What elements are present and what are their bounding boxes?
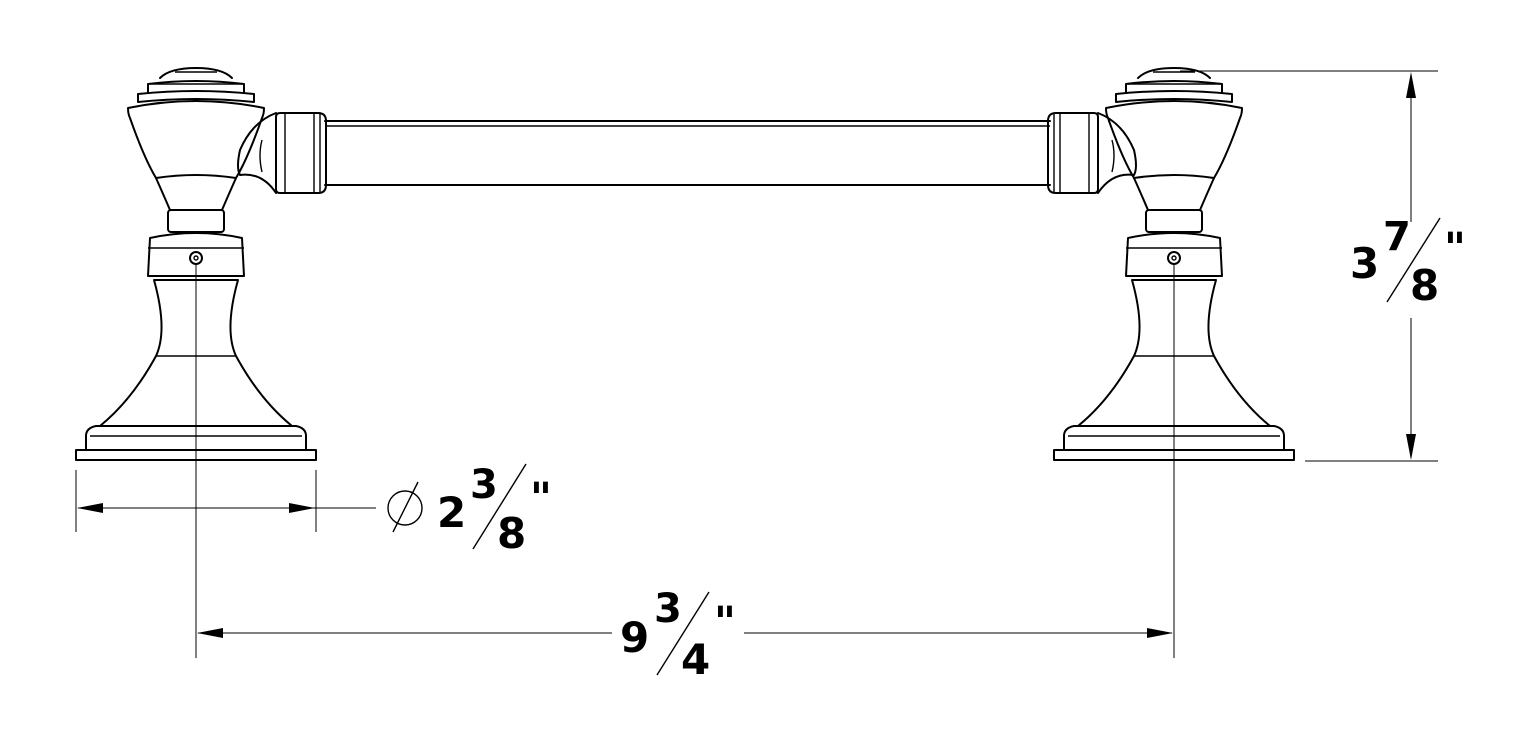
height-denominator: 8 — [1410, 261, 1439, 310]
height-fraction-slash — [1386, 217, 1441, 303]
diameter-denominator: 8 — [497, 509, 526, 558]
diameter-arrow-right — [289, 503, 315, 513]
diameter-symbol-icon — [387, 490, 423, 526]
center-denominator: 4 — [681, 635, 710, 684]
height-whole: 3 — [1350, 239, 1379, 288]
center-numerator: 3 — [654, 586, 682, 632]
center-to-center-dimension: 9 3 4 " — [195, 264, 1175, 684]
diameter-arrow-left — [77, 503, 103, 513]
towel-bar-rod — [275, 112, 1099, 194]
base-diameter-dimension: 2 3 8 " — [75, 462, 552, 558]
diameter-fraction-slash — [472, 463, 527, 550]
height-unit: " — [1444, 223, 1466, 272]
center-whole: 9 — [620, 613, 649, 662]
diameter-whole: 2 — [437, 488, 466, 537]
diameter-unit: " — [530, 473, 552, 522]
height-arrow-bottom — [1406, 434, 1416, 460]
height-dimension: 3 7 8 " — [1180, 70, 1466, 462]
center-unit: " — [714, 597, 736, 646]
height-arrow-top — [1406, 72, 1416, 98]
center-fraction-slash — [656, 591, 710, 676]
center-arrow-left — [197, 628, 223, 638]
height-numerator: 7 — [1383, 214, 1411, 260]
diameter-numerator: 3 — [470, 462, 498, 508]
center-arrow-right — [1147, 628, 1173, 638]
